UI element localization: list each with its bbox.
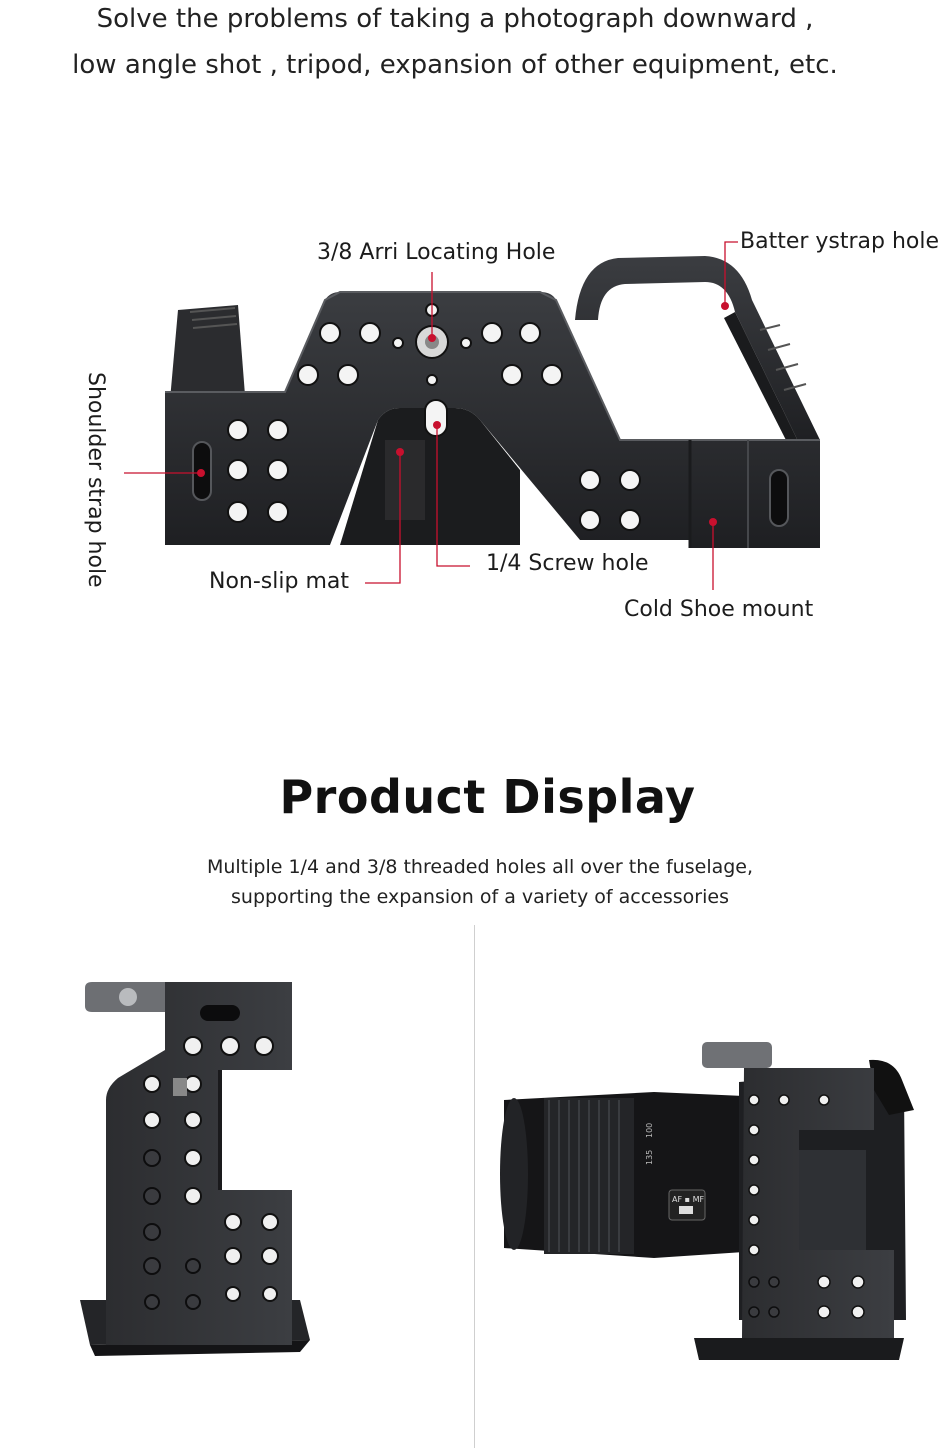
threaded-holes [227, 303, 641, 531]
product-display-subtitle-2: supporting the expansion of a variety of… [231, 886, 729, 908]
product-display-subtitle-1: Multiple 1/4 and 3/8 threaded holes all … [206, 856, 754, 878]
label-battery-strap-hole: Batter ystrap hole [740, 229, 940, 254]
lens-af-mf-label: AF ▪ MF [672, 1195, 704, 1204]
section-divider [474, 925, 475, 1448]
intro-line-2: low angle shot , tripod, expansion of ot… [72, 50, 838, 80]
intro-line-1: Solve the problems of taking a photograp… [96, 4, 814, 34]
cage-back-left [170, 305, 245, 400]
screw-hole-slot [424, 399, 448, 437]
cage-front-plate [165, 291, 820, 548]
battery-strap-frame [575, 256, 820, 448]
lens-focal-135: 135 [645, 1150, 654, 1165]
label-screw-hole: 1/4 Screw hole [486, 551, 649, 576]
callout-lines [124, 241, 738, 590]
cage-side-view-photo [80, 982, 310, 1356]
lens-focal-100: 100 [645, 1123, 654, 1138]
label-shoulder-strap-hole: Shoulder strap hole [83, 372, 108, 588]
camera-with-cage-photo: AF ▪ MF 135 100 [500, 1042, 914, 1360]
battery-strap-slot [769, 469, 789, 527]
callout-dots [197, 302, 729, 526]
label-non-slip-mat: Non-slip mat [209, 569, 349, 594]
label-cold-shoe-mount: Cold Shoe mount [624, 597, 814, 622]
lens: AF ▪ MF 135 100 [500, 1092, 744, 1258]
product-display-title: Product Display [279, 770, 696, 824]
label-arri-locating-hole: 3/8 Arri Locating Hole [317, 240, 556, 265]
cage-diagram [124, 241, 820, 590]
cage-on-camera [694, 1042, 904, 1360]
